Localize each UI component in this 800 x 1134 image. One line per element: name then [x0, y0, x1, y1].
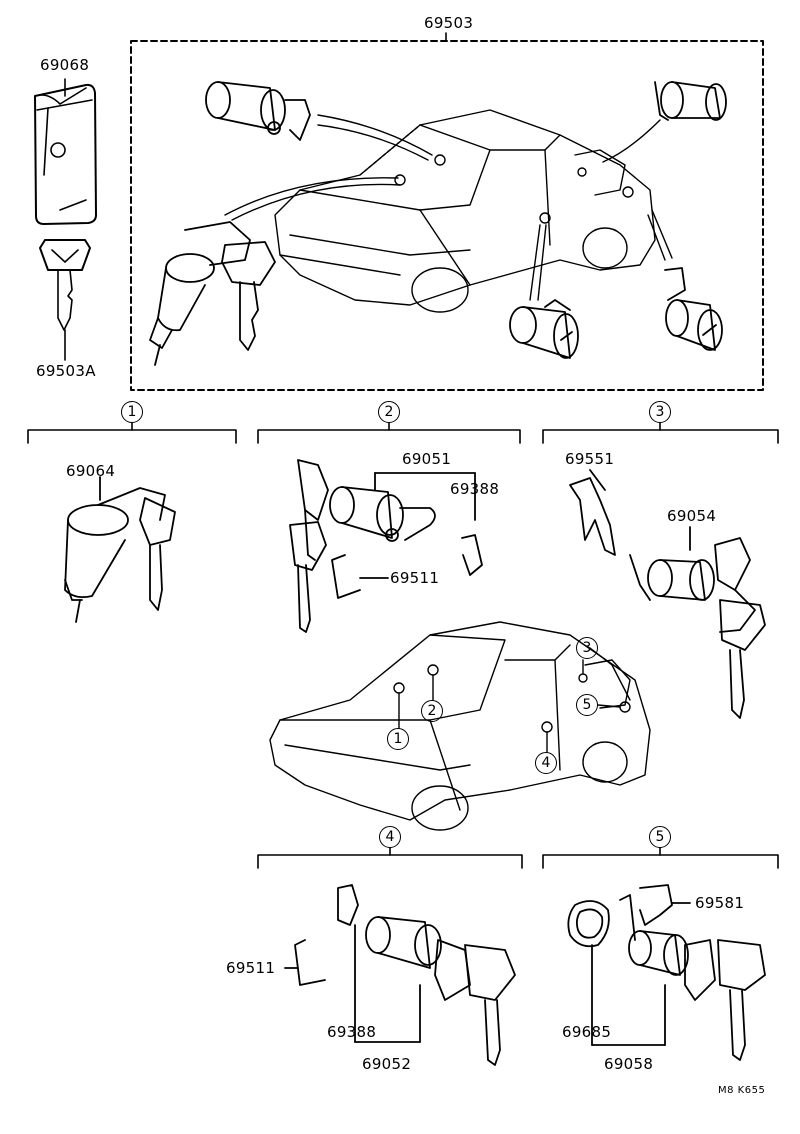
car-callout-2: 2 [421, 700, 443, 722]
car-callout-1: 1 [387, 728, 409, 750]
section-3-part-label-1: 69551 [565, 450, 615, 468]
assembly-label: 69503 [424, 14, 474, 32]
top-lock-upper-left [205, 81, 311, 141]
key-case-label: 69068 [40, 56, 90, 74]
top-lock-lower-right [664, 267, 723, 351]
section-5-number: 5 [649, 826, 671, 848]
section-1-part-label: 69064 [66, 462, 116, 480]
section-1-number: 1 [121, 401, 143, 423]
top-lock-bottom-center [509, 299, 579, 359]
loose-key-label: 69503A [36, 362, 96, 380]
section-4-part-label-1: 69511 [226, 959, 276, 977]
top-connector-arrows [224, 114, 673, 301]
section-5-hatch-lock [567, 884, 766, 1061]
top-lock-upper-right [654, 81, 727, 121]
section-5-part-label-1: 69581 [695, 894, 745, 912]
car-callout-5: 5 [576, 694, 598, 716]
key-case-drawing [34, 78, 97, 225]
section-4-door-lock [284, 884, 516, 1066]
footer-code: M8 K655 [718, 1085, 766, 1096]
car-callout-3: 3 [576, 637, 598, 659]
loose-key-drawing [39, 239, 91, 361]
section-1-ignition-lock [64, 476, 176, 623]
section-2-door-lock [289, 459, 483, 633]
section-4-number: 4 [379, 826, 401, 848]
section-3-part-label-2: 69054 [667, 507, 717, 525]
section-5-part-label-3: 69058 [604, 1055, 654, 1073]
car-callout-4: 4 [535, 752, 557, 774]
section-3-hatch-lock [569, 469, 766, 719]
bottom-car-drawing [269, 621, 651, 831]
section-brackets [27, 422, 779, 869]
section-4-part-label-3: 69052 [362, 1055, 412, 1073]
section-4-part-label-2: 69388 [327, 1023, 377, 1041]
section-2-part-label-3: 69511 [390, 569, 440, 587]
top-car-drawing [274, 109, 656, 313]
assembly-dashed-box [130, 40, 764, 391]
top-ignition-lock [149, 221, 276, 366]
section-3-number: 3 [649, 401, 671, 423]
section-2-part-label-2: 69388 [450, 480, 500, 498]
section-2-number: 2 [378, 401, 400, 423]
section-5-part-label-2: 69685 [562, 1023, 612, 1041]
section-2-part-label-1: 69051 [402, 450, 452, 468]
